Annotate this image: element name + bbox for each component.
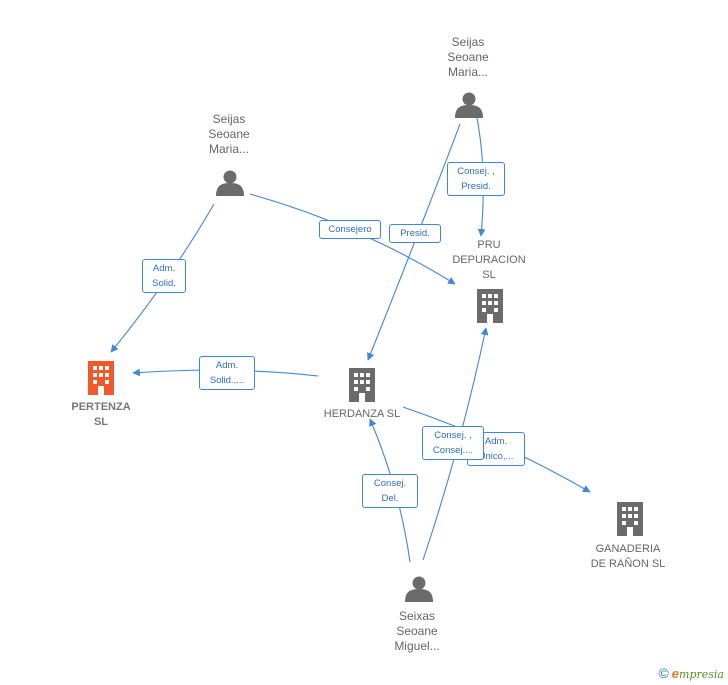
company-label-ganaderia[interactable]: GANADERIA DE RAÑON SL	[590, 543, 666, 570]
edge-label-adm-solid[interactable]: Adm. Solid.	[142, 259, 186, 293]
edge-label-consej-presid[interactable]: Consej. , Presid.	[447, 162, 505, 196]
person-icon[interactable]	[405, 576, 433, 603]
edge-label-adm-solid-herdanza[interactable]: Adm. Solid.,...	[199, 356, 255, 390]
brand-footer: © empresia	[658, 665, 724, 681]
person-icon[interactable]	[216, 170, 244, 197]
brand-initial: e	[671, 665, 680, 681]
edge-label-consejero[interactable]: Consejero	[319, 220, 381, 239]
building-icon[interactable]	[349, 368, 375, 402]
edge-label-presid[interactable]: Presid.	[389, 224, 441, 243]
building-icon[interactable]	[617, 502, 643, 536]
person-label-top[interactable]: Seijas Seoane Maria...	[447, 35, 489, 79]
copyright-icon: ©	[658, 665, 669, 681]
company-label-pru-depuracion[interactable]: PRU DEPURACION SL	[452, 239, 526, 281]
brand-name: mpresia	[679, 667, 724, 681]
company-label-herdanza[interactable]: HERDANZA SL	[323, 408, 401, 420]
building-icon[interactable]	[477, 289, 503, 323]
edge-label-consej-consej[interactable]: Consej. , Consej....	[422, 426, 484, 460]
edge-label-consej-del[interactable]: Consej. Del.	[362, 474, 418, 508]
person-label-left[interactable]: Seijas Seoane Maria...	[208, 112, 250, 156]
building-icon[interactable]	[88, 361, 114, 395]
person-label-bottom[interactable]: Seixas Seoane Miguel...	[394, 609, 440, 653]
person-icon[interactable]	[455, 92, 483, 119]
brand-logo[interactable]: empresia	[672, 666, 724, 681]
company-label-pertenza[interactable]: PERTENZA SL	[71, 401, 131, 428]
